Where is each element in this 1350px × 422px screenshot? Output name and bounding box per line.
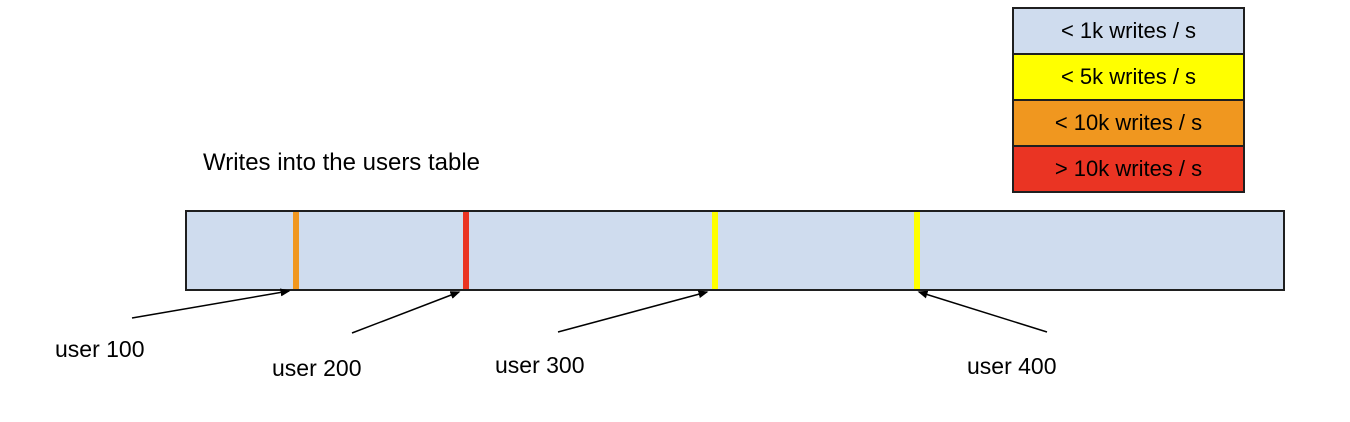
legend-item-label: < 10k writes / s: [1054, 110, 1203, 135]
arrow-user-200: [351, 291, 461, 334]
hotspot-marker-user-200: [463, 212, 470, 289]
user-400-label: user 400: [967, 353, 1057, 379]
arrow-user-100: [131, 288, 291, 319]
arrow-user-300: [557, 290, 709, 333]
arrow-user-400: [917, 290, 1048, 333]
legend-item-under-5k: < 5k writes / s: [1012, 53, 1245, 101]
hotspot-marker-user-400: [913, 212, 920, 289]
legend-item-over-10k: > 10k writes / s: [1012, 145, 1245, 193]
legend-item-under-1k: < 1k writes / s: [1012, 7, 1245, 55]
hotspot-marker-user-100: [293, 212, 300, 289]
legend-item-label: < 5k writes / s: [1060, 64, 1197, 89]
diagram-title: Writes into the users table: [203, 149, 481, 176]
user-100-label: user 100: [55, 336, 145, 362]
legend-item-under-10k: < 10k writes / s: [1012, 99, 1245, 147]
users-table-bar: [185, 210, 1285, 291]
legend-item-label: < 1k writes / s: [1060, 18, 1197, 43]
legend-item-label: > 10k writes / s: [1054, 156, 1203, 181]
hotspot-marker-user-300: [711, 212, 718, 289]
user-300-label: user 300: [495, 352, 585, 378]
user-200-label: user 200: [272, 355, 362, 381]
legend: < 1k writes / s < 5k writes / s < 10k wr…: [1012, 7, 1245, 193]
